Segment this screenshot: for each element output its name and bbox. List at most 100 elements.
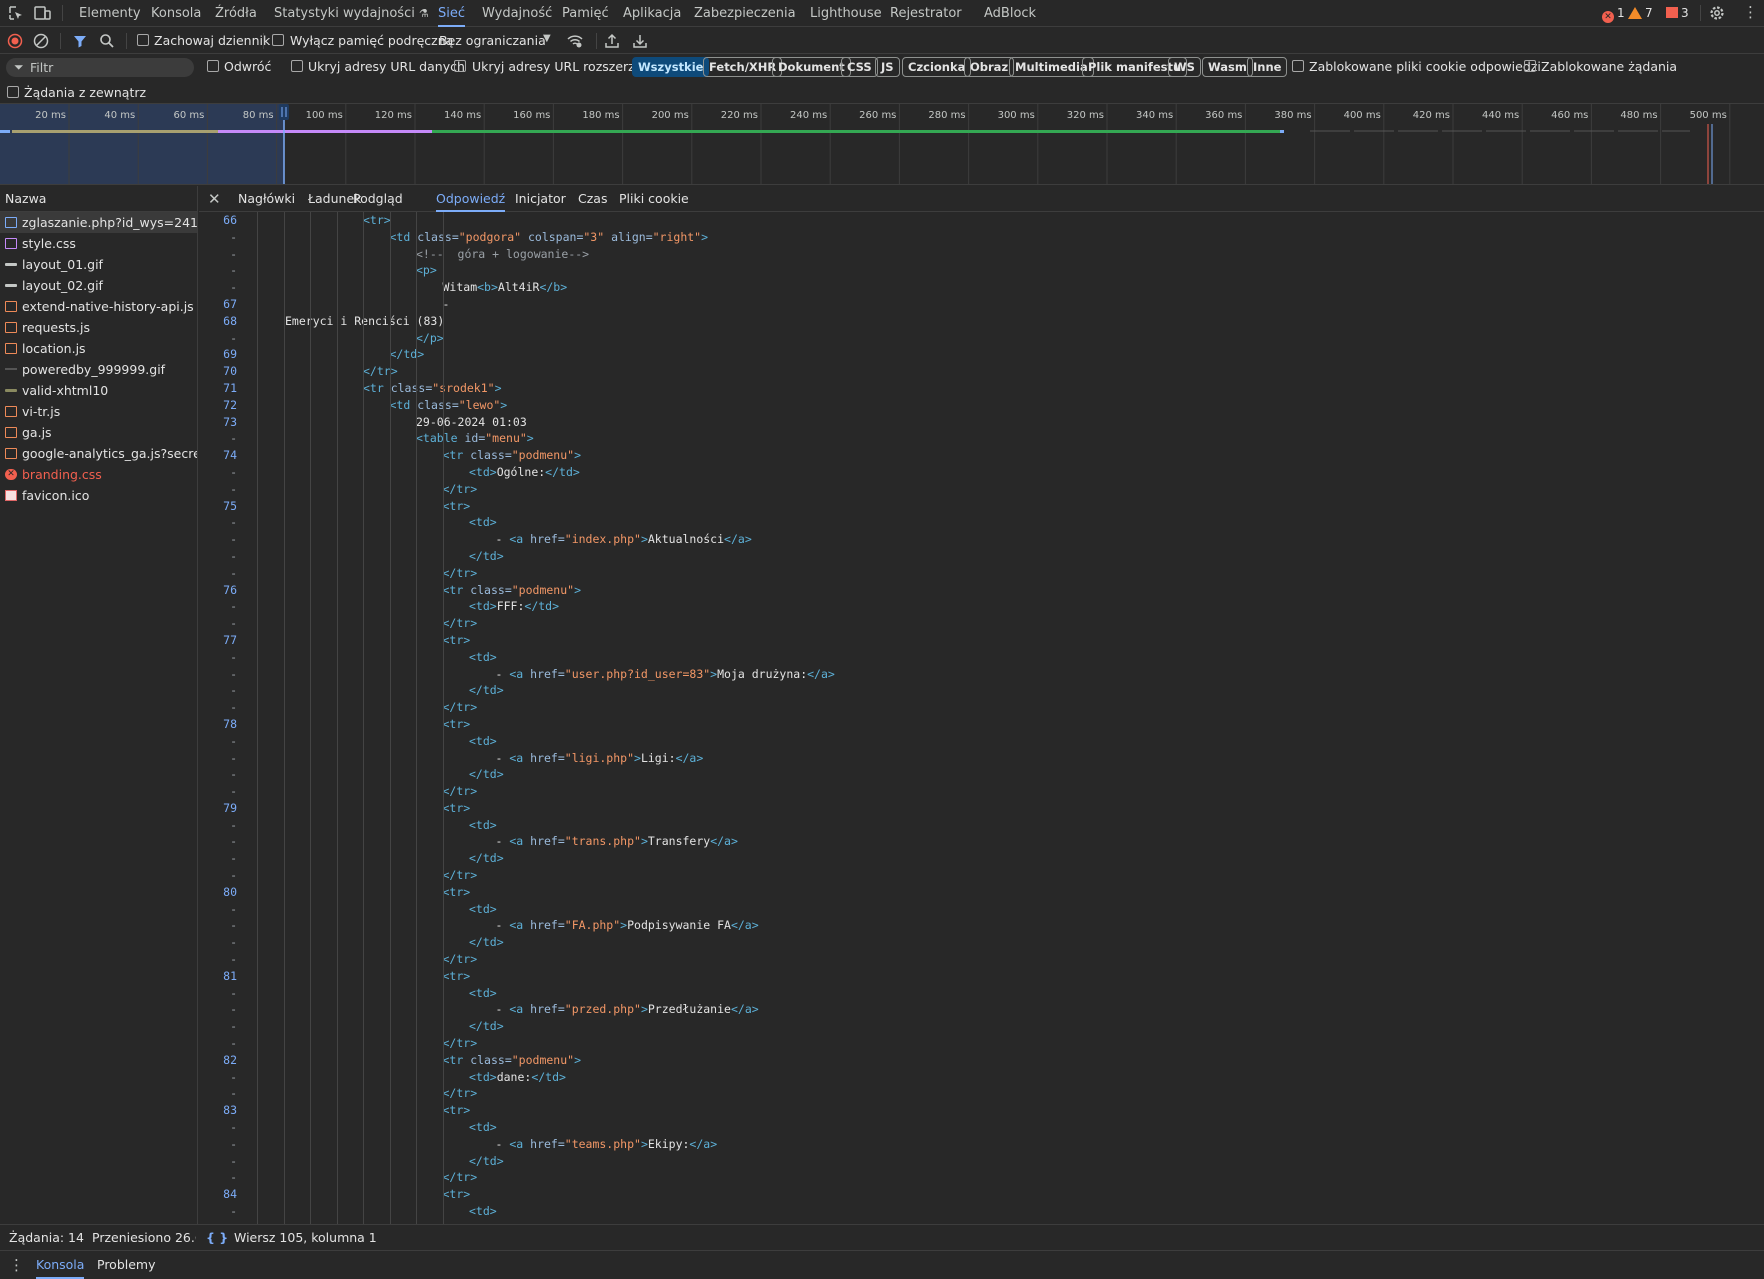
settings-gear-icon[interactable] <box>1708 4 1726 22</box>
code-token: href= <box>530 834 565 849</box>
tick-label: 200 ms <box>652 110 689 121</box>
drawer-menu-icon[interactable]: ⋮ <box>9 1256 24 1274</box>
code-token: <td> <box>469 1120 497 1135</box>
preserve-log-checkbox[interactable] <box>137 34 149 46</box>
tick-label: 340 ms <box>1136 110 1173 121</box>
line-number: 84 <box>223 1187 237 1202</box>
search-icon[interactable] <box>99 33 115 49</box>
tab-label: Statystyki wydajności <box>274 6 415 21</box>
warning-count[interactable]: 7 <box>1628 6 1653 20</box>
drawer-tab-1[interactable]: Problemy <box>97 1257 156 1272</box>
export-har-icon[interactable] <box>632 33 648 49</box>
details-tab-1[interactable]: Ładunek <box>308 191 362 206</box>
filter-chip-3[interactable]: CSS <box>841 57 878 77</box>
filter-chip-4[interactable]: JS <box>875 57 900 77</box>
details-tab-2[interactable]: Podgląd <box>353 191 403 206</box>
code-token: "podgora" <box>458 229 522 244</box>
details-tab-6[interactable]: Pliki cookie <box>619 191 689 206</box>
request-row[interactable]: location.js <box>0 338 197 359</box>
issues-count[interactable]: 3 <box>1666 6 1689 20</box>
tab-7[interactable]: Aplikacja <box>623 0 681 27</box>
inspect-element-icon[interactable] <box>7 4 25 22</box>
tick-label: 260 ms <box>859 110 896 121</box>
details-tab-4[interactable]: Inicjator <box>515 191 566 206</box>
response-source[interactable]: 66<tr>-<td class="podgora" colspan="3" a… <box>199 212 1764 1224</box>
error-count[interactable]: ✕1 <box>1602 6 1625 23</box>
tab-8[interactable]: Zabezpieczenia <box>694 0 796 27</box>
drawer-tab-0[interactable]: Konsola <box>36 1251 85 1279</box>
tab-0[interactable]: Elementy <box>79 0 141 27</box>
blocked-requests-checkbox[interactable] <box>1524 60 1536 72</box>
close-details-icon[interactable]: ✕ <box>208 190 221 208</box>
clear-icon[interactable] <box>33 33 49 49</box>
request-row[interactable]: requests.js <box>0 317 197 338</box>
tab-4[interactable]: Sieć <box>438 0 466 27</box>
details-tab-5[interactable]: Czas <box>578 191 608 206</box>
line-number: - <box>230 1019 237 1034</box>
code-text: <tr> <box>443 800 471 817</box>
code-line: -<td> <box>199 1119 1764 1136</box>
js-file-icon <box>5 427 17 438</box>
more-options-icon[interactable]: ⋮ <box>1743 3 1758 21</box>
filter-input[interactable] <box>30 59 190 76</box>
request-row[interactable]: style.css <box>0 233 197 254</box>
tab-11[interactable]: AdBlock <box>984 0 1036 27</box>
hide-extension-urls-checkbox[interactable] <box>454 60 466 72</box>
invert-checkbox[interactable] <box>207 60 219 72</box>
pretty-print-icon[interactable]: { } <box>206 1230 229 1245</box>
request-row[interactable]: zglaszanie.php?id_wys=24108 <box>0 212 197 233</box>
tab-5[interactable]: Wydajność <box>482 0 552 27</box>
hide-data-urls-checkbox[interactable] <box>291 60 303 72</box>
line-number: 77 <box>223 632 237 647</box>
disable-cache-checkbox[interactable] <box>272 34 284 46</box>
filter-chip-6[interactable]: Obraz <box>964 57 1015 77</box>
device-toolbar-icon[interactable] <box>33 4 51 22</box>
selection-handle-icon[interactable] <box>279 104 289 120</box>
third-party-checkbox[interactable] <box>7 86 19 98</box>
tab-2[interactable]: Źródła <box>215 0 257 27</box>
tab-6[interactable]: Pamięć <box>562 0 609 27</box>
import-har-icon[interactable] <box>604 33 620 49</box>
code-line: 82<tr class="podmenu"> <box>199 1052 1764 1069</box>
tab-3[interactable]: Statystyki wydajności⚗ <box>274 0 429 27</box>
code-line: -</td> <box>199 1153 1764 1170</box>
throttling-dropdown-arrow-icon[interactable]: ▼ <box>543 33 551 44</box>
request-row[interactable]: ga.js <box>0 422 197 443</box>
request-row[interactable]: poweredby_999999.gif <box>0 359 197 380</box>
request-row[interactable]: layout_02.gif <box>0 275 197 296</box>
record-stop-icon[interactable] <box>7 33 23 49</box>
tab-10[interactable]: Rejestrator <box>890 0 962 27</box>
line-number: - <box>230 481 237 496</box>
tick-label: 500 ms <box>1690 110 1727 121</box>
request-row[interactable]: vi-tr.js <box>0 401 197 422</box>
request-row[interactable]: favicon.ico <box>0 485 197 506</box>
filter-chip-8[interactable]: Plik manifestu <box>1082 57 1188 77</box>
code-token: <td> <box>469 464 497 479</box>
filter-chip-7[interactable]: Multimedia <box>1009 57 1094 77</box>
filter-chip-2[interactable]: Dokument <box>772 57 851 77</box>
name-column-header[interactable]: Nazwa <box>0 186 197 212</box>
blocked-cookies-checkbox[interactable] <box>1292 60 1304 72</box>
line-number: 71 <box>223 380 237 395</box>
filter-chip-5[interactable]: Czcionka <box>902 57 972 77</box>
filter-chip-1[interactable]: Fetch/XHR <box>703 57 783 77</box>
request-row[interactable]: ✕branding.css <box>0 464 197 485</box>
request-row[interactable]: layout_01.gif <box>0 254 197 275</box>
code-token: - <box>495 834 510 849</box>
filter-chip-0[interactable]: Wszystkie <box>632 57 710 77</box>
request-row[interactable]: extend-native-history-api.js <box>0 296 197 317</box>
network-conditions-icon[interactable] <box>566 33 584 49</box>
throttling-select[interactable]: Bez ograniczania <box>439 33 546 48</box>
filter-funnel-icon[interactable] <box>72 33 88 49</box>
request-row[interactable]: valid-xhtml10 <box>0 380 197 401</box>
filter-chip-11[interactable]: Inne <box>1247 57 1288 77</box>
filter-chip-10[interactable]: Wasm <box>1202 57 1253 77</box>
tab-9[interactable]: Lighthouse <box>810 0 882 27</box>
code-text: </tr> <box>443 1085 478 1102</box>
filter-chip-9[interactable]: WS <box>1168 57 1201 77</box>
details-tab-0[interactable]: Nagłówki <box>238 191 296 206</box>
request-row[interactable]: google-analytics_ga.js?secret=... <box>0 443 197 464</box>
details-tab-3[interactable]: Odpowiedź <box>436 186 506 212</box>
tab-1[interactable]: Konsola <box>151 0 201 27</box>
